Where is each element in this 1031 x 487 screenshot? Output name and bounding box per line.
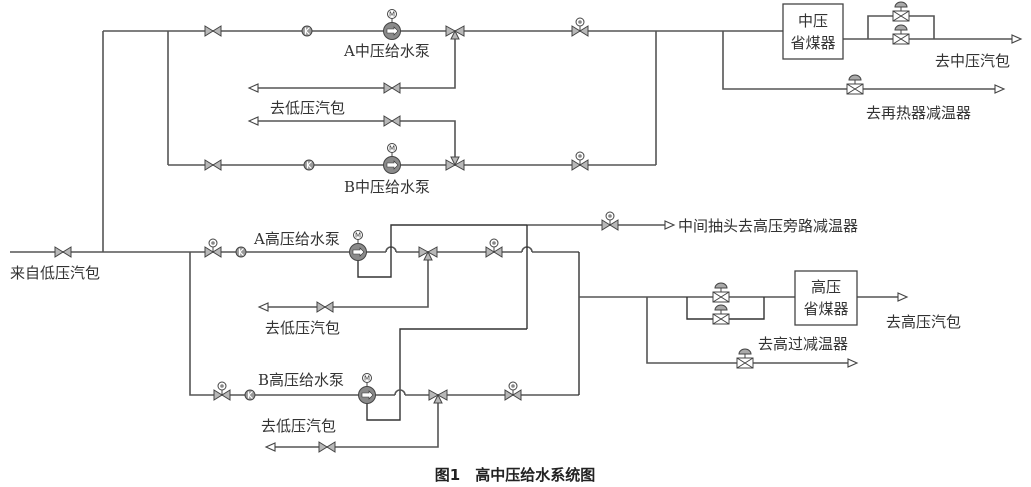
ip-a-recirc-valve-icon[interactable] <box>383 82 401 94</box>
ip-a-recirc-arrow-icon <box>248 83 259 93</box>
ip-b-recirc-valve-icon[interactable] <box>383 115 401 127</box>
ip-b-recirc-pipe <box>258 120 456 165</box>
hp-economizer-label-2: 省煤器 <box>803 300 848 318</box>
interstage-tap-label: 中间抽头去高压旁路减温器 <box>678 217 858 235</box>
hp-b-pump-icon[interactable] <box>358 373 376 404</box>
to-reheater-arrow-icon <box>994 84 1005 94</box>
hp-a-three-way-valve-icon[interactable] <box>418 246 438 261</box>
labels: 来自低压汽包 A中压给水泵 去低压汽包 B中压给水泵 去中压汽包 去再热器减温器… <box>10 42 1010 484</box>
ip-economizer-box <box>782 3 844 60</box>
to-hp-superheater-arrow-icon <box>847 358 858 368</box>
hp-a-pump-icon[interactable] <box>349 230 367 261</box>
hp-b-recirc-valve-icon[interactable] <box>318 441 336 453</box>
hp-a-interstage-pipe <box>357 224 527 278</box>
to-ip-drum-arrow-icon <box>1011 34 1022 44</box>
hp-superheater-desuperheater-pipe <box>646 297 848 364</box>
hp-b-three-way-valve-icon[interactable] <box>428 389 448 404</box>
ip-pump-b-label: B中压给水泵 <box>344 178 430 196</box>
inlet-gate-valve-icon[interactable] <box>54 246 72 258</box>
from-lp-drum-label: 来自低压汽包 <box>10 264 100 282</box>
ip-b-suction-valve-icon[interactable] <box>204 159 222 171</box>
hp-a-motor-valve-icon[interactable] <box>485 238 503 258</box>
pipes <box>10 15 1012 448</box>
to-hp-drum-arrow-icon <box>897 292 908 302</box>
ip-b-recirc-arrow-icon <box>248 116 259 126</box>
ip-economizer-label-2: 省煤器 <box>790 34 835 52</box>
to-hp-drum-label: 去高压汽包 <box>886 313 961 331</box>
ip-economizer-label-1: 中压 <box>798 12 828 30</box>
hp-b-to-lp-drum-label: 去低压汽包 <box>261 417 336 435</box>
ip-bypass-control-valve-icon[interactable] <box>892 1 910 22</box>
ip-a-pump-icon[interactable] <box>383 9 401 40</box>
ip-a-motor-valve-icon[interactable] <box>571 17 589 37</box>
ip-a-suction-valve-icon[interactable] <box>204 25 222 37</box>
hp-economizer-label-1: 高压 <box>811 278 841 296</box>
ip-a-strainer-check-icon <box>301 25 313 37</box>
hp-b-pump-interstage <box>366 392 401 421</box>
hp-a-recirc-pipe <box>268 252 429 308</box>
hp-superheater-control-valve-icon[interactable] <box>736 348 754 369</box>
hp-b-motor-valve-icon[interactable] <box>504 381 522 401</box>
to-hp-superheater-desuperheater-label: 去高过减温器 <box>758 335 848 353</box>
figure-caption: 图1 高中压给水系统图 <box>435 466 595 484</box>
hp-pump-b-label: B高压给水泵 <box>258 371 344 389</box>
hp-economizer-box <box>794 270 858 326</box>
reheater-desuperheater-pipe <box>722 31 995 90</box>
ip-b-motor-valve-icon[interactable] <box>571 151 589 171</box>
ip-a-three-way-valve-icon[interactable] <box>445 25 465 40</box>
interstage-motor-valve-icon[interactable] <box>601 211 619 231</box>
hp-main-control-valve-icon[interactable] <box>712 282 730 303</box>
hp-b-recirc-arrow-icon <box>265 442 276 452</box>
ip-a-recirc-pipe <box>258 31 456 89</box>
hp-a-recirc-arrow-icon <box>258 302 269 312</box>
components <box>54 1 1022 453</box>
hp-b-strainer-check-icon <box>244 389 256 401</box>
hp-a-suction-motor-valve-icon[interactable] <box>204 238 222 258</box>
hp-bypass-control-valve-icon[interactable] <box>712 304 730 325</box>
hp-b-suction-pipe <box>189 252 395 396</box>
interstage-arrow-icon <box>664 220 675 230</box>
to-reheater-desuperheater-label: 去再热器减温器 <box>866 104 971 122</box>
hp-a-strainer-check-icon <box>235 246 247 258</box>
hp-b-suction-motor-valve-icon[interactable] <box>213 381 231 401</box>
ip-pump-a-label: A中压给水泵 <box>343 42 430 60</box>
hp-b-crossover-hop <box>394 389 406 396</box>
ip-b-three-way-valve-icon[interactable] <box>445 156 465 171</box>
ip-to-lp-drum-label: 去低压汽包 <box>270 99 345 117</box>
hp-economizer: 高压 省煤器 <box>794 270 858 326</box>
ip-b-strainer-check-icon <box>303 159 315 171</box>
hp-a-to-lp-drum-label: 去低压汽包 <box>265 319 340 337</box>
reheater-control-valve-icon[interactable] <box>846 74 864 95</box>
hp-pump-a-label: A高压给水泵 <box>253 230 340 248</box>
ip-main-control-valve-icon[interactable] <box>892 24 910 45</box>
ip-economizer: 中压 省煤器 <box>782 3 844 60</box>
to-ip-drum-label: 去中压汽包 <box>935 52 1010 70</box>
hp-b-interstage-pipe <box>399 328 527 392</box>
ip-b-pump-icon[interactable] <box>383 143 401 174</box>
hp-a-recirc-valve-icon[interactable] <box>316 301 334 313</box>
